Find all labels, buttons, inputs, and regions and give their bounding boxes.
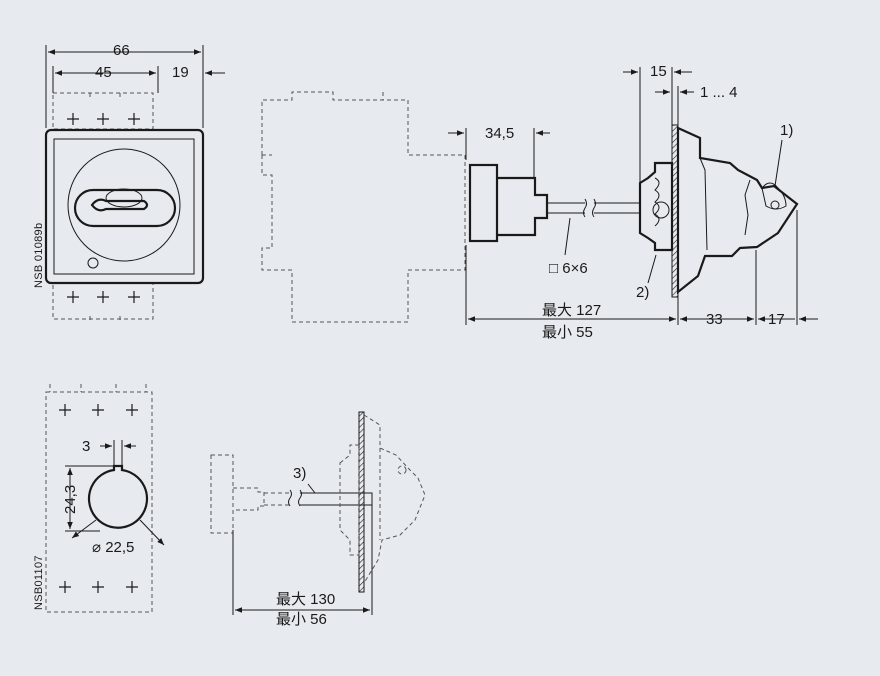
callout-2: 2) [636, 284, 649, 301]
min-55-label: 最小 55 [542, 324, 593, 341]
rotary-knob [67, 148, 181, 262]
dim-17-label: 17 [768, 311, 785, 328]
panel-thickness-label: 1 ... 4 [700, 84, 738, 101]
terminal-marks-bottom [67, 291, 140, 303]
front-view [44, 92, 205, 322]
dimension-34-5: 34,5 [448, 125, 550, 178]
dim-cut-3-label: 3 [82, 438, 90, 455]
dim-66-label: 66 [113, 42, 130, 59]
min-56-label: 最小 56 [276, 611, 327, 628]
dim-34-5-label: 34,5 [485, 125, 514, 142]
extended-shaft-view [210, 411, 426, 593]
dimension-cut-3: 3 [82, 438, 136, 468]
dim-33-label: 33 [706, 311, 723, 328]
dimension-max-min-130: 最大 130 最小 56 [232, 505, 373, 628]
callout-3: 3) [293, 465, 306, 482]
max-127-label: 最大 127 [542, 302, 601, 319]
switch-housing [44, 128, 205, 285]
dimension-cut-diameter: ⌀ 22,5 [71, 519, 165, 556]
doc-code-top: NSB 01089b [33, 223, 45, 288]
dim-45-label: 45 [95, 64, 112, 81]
dimension-cut-24-3: 24,3 [62, 465, 114, 532]
dimension-max-min-127: 最大 127 最小 55 33 17 [465, 210, 818, 341]
panel-cutout-view [45, 384, 153, 613]
dim-19-label: 19 [172, 64, 189, 81]
dimension-19: 19 [140, 64, 225, 81]
terminal-marks-top [67, 113, 140, 125]
dimension-45: 45 [52, 64, 159, 93]
dimension-15: 15 [623, 63, 692, 183]
shaft-assembly [468, 163, 640, 256]
dimension-panel-thickness: 1 ... 4 [655, 84, 738, 125]
cutout-hole [87, 464, 149, 529]
max-130-label: 最大 130 [276, 591, 335, 608]
dimension-66: 66 [45, 42, 204, 128]
dim-cut-24-3-label: 24,3 [62, 485, 79, 514]
dim-cut-dia-label: ⌀ 22,5 [92, 539, 134, 556]
side-view-dashed [261, 91, 466, 323]
doc-code-bottom: NSB01107 [33, 555, 45, 610]
callout-1: 1) [780, 122, 793, 139]
square-shaft-label: □ 6×6 [549, 260, 588, 277]
door-handle-side [638, 124, 799, 298]
dim-15-label: 15 [650, 63, 667, 80]
